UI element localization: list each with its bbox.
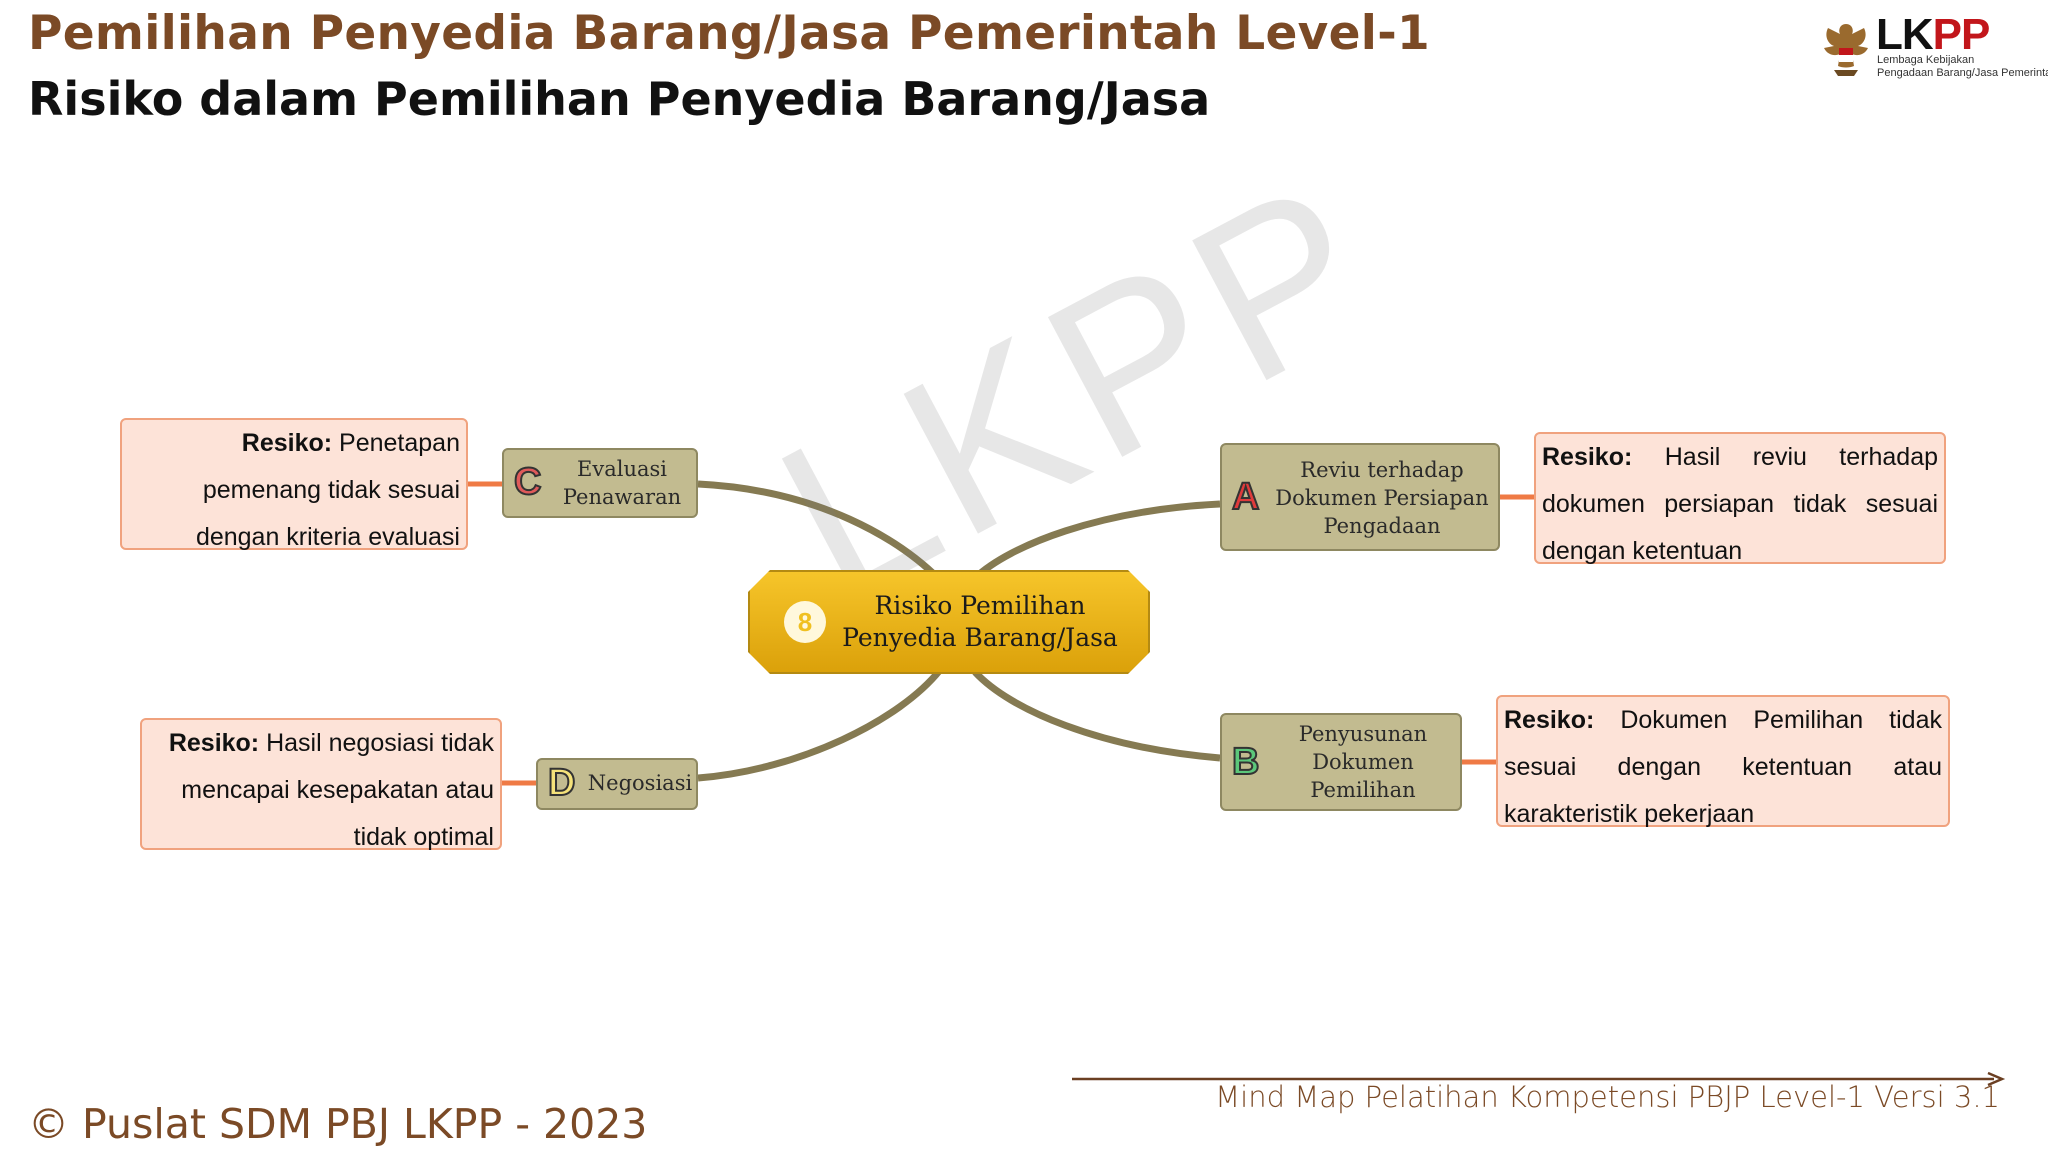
garuda-emblem-icon <box>1824 24 1868 76</box>
branch-label-penyusunan: Penyusunan Dokumen Pemilihan <box>1298 722 1428 802</box>
footer-copyright: © Puslat SDM PBJ LKPP - 2023 <box>28 1100 648 1148</box>
connector-center-b <box>972 669 1221 762</box>
branch-label-reviu: Reviu terhadap Dokumen Persiapan Pengada… <box>1275 458 1489 538</box>
page-title: Pemilihan Penyedia Barang/Jasa Pemerinta… <box>28 6 1431 61</box>
risk-box-penyusunan: Resiko: Dokumen Pemilihan tidak sesuai d… <box>1496 695 1950 828</box>
branch-node-evaluasi <box>502 448 698 518</box>
letter-c-icon: C <box>513 461 542 503</box>
logo-subtitle: Lembaga Kebijakan Pengadaan Barang/Jasa … <box>1877 54 2048 79</box>
risk-box-negosiasi: Resiko: Hasil negosiasi tidak mencapai k… <box>140 718 502 851</box>
central-topic-label: Risiko Pemilihan Penyedia Barang/Jasa <box>842 591 1118 652</box>
letter-a-icon: A <box>1231 476 1260 518</box>
risk-box-evaluasi: Resiko: Penetapan pemenang tidak sesuai … <box>120 418 468 551</box>
branch-label-evaluasi: Evaluasi Penawaran <box>562 457 682 509</box>
connector-center-a <box>972 500 1221 581</box>
page-subtitle: Risiko dalam Pemilihan Penyedia Barang/J… <box>28 72 1211 126</box>
letter-b-icon: B <box>1231 741 1260 783</box>
logo-wordmark: LKPP <box>1876 10 1990 59</box>
connector-center-d <box>697 667 943 782</box>
footer-arrow <box>1072 1071 2006 1087</box>
footer-caption: Mind Map Pelatihan Kompetensi PBJP Level… <box>1215 1080 2000 1114</box>
risk-box-reviu: Resiko: Hasil reviu terhadap dokumen per… <box>1534 432 1946 565</box>
connector-center-c <box>697 480 943 583</box>
letter-d-icon: D <box>547 762 576 804</box>
branch-node-negosiasi <box>536 758 698 810</box>
branch-label-negosiasi: Negosiasi <box>587 771 693 795</box>
central-topic-badge: 8 <box>784 601 826 643</box>
branch-node-penyusunan <box>1220 713 1462 811</box>
branch-node-reviu <box>1220 443 1500 551</box>
